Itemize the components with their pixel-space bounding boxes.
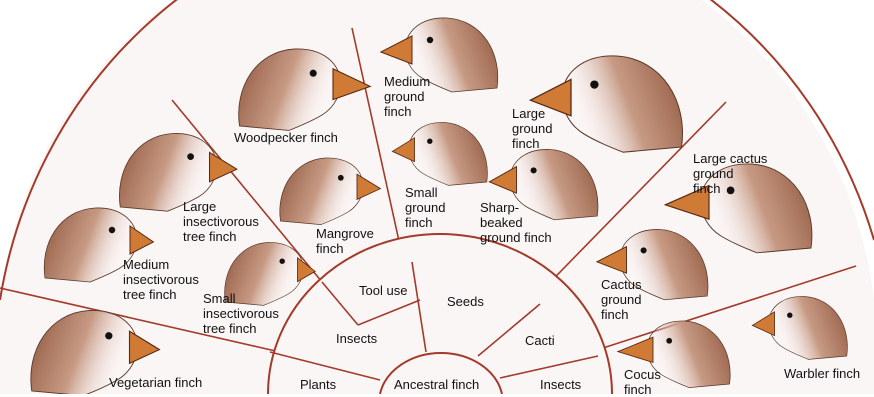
medium-ground-finch-head-eye	[427, 37, 433, 43]
label-cocus-finch: Cocus finch	[624, 367, 661, 397]
label-woodpecker-finch: Woodpecker finch	[234, 130, 338, 145]
label-ancestral-finch: Ancestral finch	[394, 377, 479, 392]
label-cactus-ground-finch: Cactus ground finch	[601, 277, 641, 322]
woodpecker-finch-head-eye	[310, 70, 317, 77]
small-insectivorous-head-eye	[279, 258, 284, 263]
food-label-tool-use: Tool use	[359, 283, 407, 298]
sharp-beaked-finch-head-eye	[531, 167, 537, 173]
medium-insectivorous-head-eye	[109, 227, 115, 233]
food-label-cacti: Cacti	[525, 333, 555, 348]
label-medium-insectivorous-tree-finch: Medium insectivorous tree finch	[123, 257, 199, 302]
food-label-plants: Plants	[300, 377, 336, 392]
label-small-ground-finch: Small ground finch	[405, 185, 445, 230]
label-medium-ground-finch: Medium ground finch	[384, 74, 430, 119]
small-ground-finch-head-eye	[427, 138, 432, 143]
label-large-insectivorous-tree-finch: Large insectivorous tree finch	[183, 199, 259, 244]
label-sharp-beaked-ground-finch: Sharp- beaked ground finch	[480, 200, 552, 245]
label-small-insectivorous-tree-finch: Small insectivorous tree finch	[203, 291, 279, 336]
warbler-finch-head-eye	[787, 312, 792, 317]
food-label-insects-right: Insects	[540, 377, 581, 392]
food-label-seeds: Seeds	[447, 294, 484, 309]
label-mangrove-finch: Mangrove finch	[316, 226, 374, 256]
vegetarian-finch-head-eye	[105, 332, 112, 339]
label-vegetarian-finch: Vegetarian finch	[109, 375, 202, 390]
food-label-insects-left: Insects	[336, 331, 377, 346]
mangrove-finch-head-eye	[338, 175, 344, 181]
large-insectivorous-head-eye	[187, 153, 194, 160]
label-large-cactus-ground-finch: Large cactus ground finch	[693, 151, 767, 196]
label-large-ground-finch: Large ground finch	[512, 106, 552, 151]
cocus-finch-head-eye	[666, 338, 672, 344]
label-warbler-finch: Warbler finch	[784, 366, 860, 381]
cactus-ground-finch-head-eye	[641, 247, 647, 253]
large-ground-finch-head-eye	[590, 80, 598, 88]
